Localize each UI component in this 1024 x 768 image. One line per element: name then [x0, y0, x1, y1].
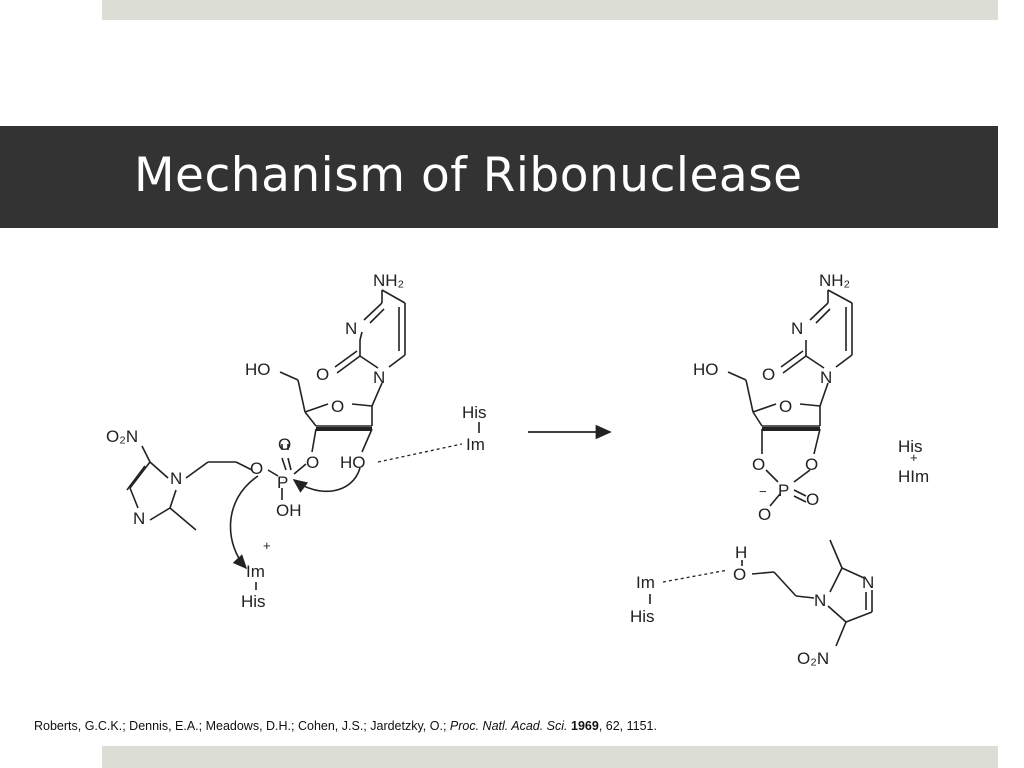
label-p-left: P	[277, 473, 288, 492]
label-carbonyl-o-left: O	[316, 365, 329, 384]
label-oh-p-left: OH	[276, 501, 302, 520]
label-plus-right: +	[910, 450, 918, 465]
slide-title: Mechanism of Ribonuclease	[134, 148, 803, 203]
citation-volume-pages: , 62, 1151.	[598, 719, 657, 733]
label-his-top-left: His	[462, 403, 487, 422]
label-ho-c5-left: HO	[245, 360, 271, 379]
label-o-minus-right: O	[758, 505, 771, 524]
substrate-structure	[126, 289, 480, 590]
citation: Roberts, G.C.K.; Dennis, E.A.; Meadows, …	[34, 719, 657, 733]
bottom-accent-bar	[102, 746, 998, 768]
label-po-left: O	[278, 435, 291, 454]
title-band	[0, 126, 998, 228]
product-structure	[649, 289, 873, 647]
label-n1-left: N	[373, 368, 385, 387]
label-n-imid-left: N	[170, 469, 182, 488]
label-carbonyl-o-right: O	[762, 365, 775, 384]
citation-journal: Proc. Natl. Acad. Sci.	[449, 719, 568, 733]
label-h-right: H	[735, 543, 747, 562]
citation-year: 1969	[571, 719, 599, 733]
label-him-right: HIm	[898, 467, 929, 486]
label-his-right: His	[898, 437, 923, 456]
label-o2n-left: O₂N	[106, 427, 138, 446]
reaction-scheme: NH₂ N N O HO O O HO O P O OH His Im O₂N …	[106, 271, 929, 668]
label-p-right: P	[778, 481, 789, 500]
label-ring-o-right: O	[779, 397, 792, 416]
label-n2-imid-left: N	[133, 509, 145, 528]
top-accent-bar	[102, 0, 998, 20]
citation-authors: Roberts, G.C.K.; Dennis, E.A.; Meadows, …	[34, 719, 450, 733]
label-nh2-right: NH₂	[819, 271, 850, 290]
label-minus-right: −	[759, 484, 767, 499]
label-im-bottom-left: Im	[246, 562, 265, 581]
label-po-right: O	[806, 490, 819, 509]
label-ho-c5-right: HO	[693, 360, 719, 379]
label-n1-imid-right: N	[814, 591, 826, 610]
label-nh2-left: NH₂	[373, 271, 404, 290]
label-o3-right: O	[752, 455, 765, 474]
label-oh-o-right: O	[733, 565, 746, 584]
label-n1-right: N	[820, 368, 832, 387]
label-his-bottom-right: His	[630, 607, 655, 626]
label-o2-right: O	[805, 455, 818, 474]
label-ring-o-left: O	[331, 397, 344, 416]
label-ester-o-left: O	[250, 459, 263, 478]
label-his-bottom-left: His	[241, 592, 266, 611]
label-im-bottom-right: Im	[636, 573, 655, 592]
label-o3-left: O	[306, 453, 319, 472]
label-ho2-left: HO	[340, 453, 366, 472]
label-im-top-left: Im	[466, 435, 485, 454]
label-plus-left: +	[263, 538, 271, 553]
label-n3-right: N	[791, 319, 803, 338]
label-n3-imid-right: N	[862, 573, 874, 592]
label-n3-left: N	[345, 319, 357, 338]
label-o2n-right: O₂N	[797, 649, 829, 668]
